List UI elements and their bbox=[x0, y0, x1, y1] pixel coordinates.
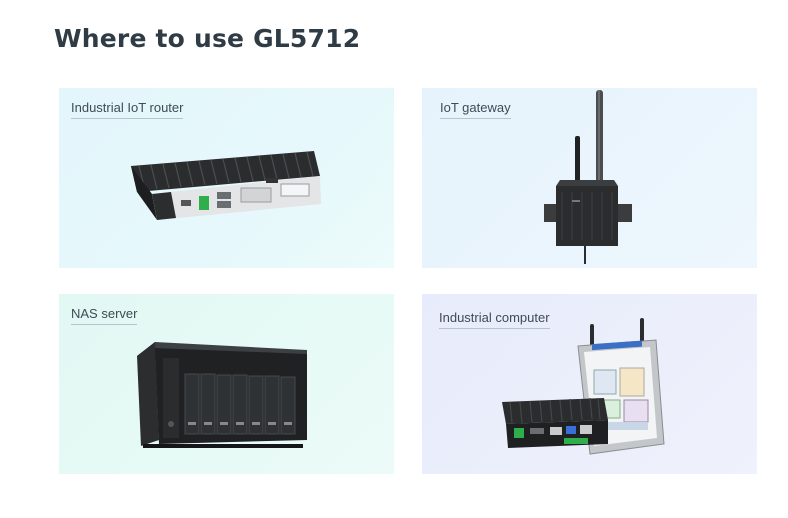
page-title: Where to use GL5712 bbox=[54, 24, 361, 53]
card-iot-gateway: IoT gateway bbox=[422, 88, 757, 268]
card-industrial-iot-router: Industrial IoT router bbox=[59, 88, 394, 268]
iot-gateway-image bbox=[544, 90, 632, 264]
card-label: NAS server bbox=[71, 306, 138, 325]
card-label: IoT gateway bbox=[440, 100, 511, 119]
nas-server-image bbox=[137, 342, 307, 448]
card-nas-server: NAS server bbox=[59, 294, 394, 474]
card-label: Industrial IoT router bbox=[71, 100, 184, 119]
card-industrial-computer: Industrial computer bbox=[422, 294, 757, 474]
industrial-iot-router-image bbox=[131, 151, 321, 220]
card-label: Industrial computer bbox=[439, 310, 550, 329]
industrial-computer-image bbox=[502, 318, 665, 455]
